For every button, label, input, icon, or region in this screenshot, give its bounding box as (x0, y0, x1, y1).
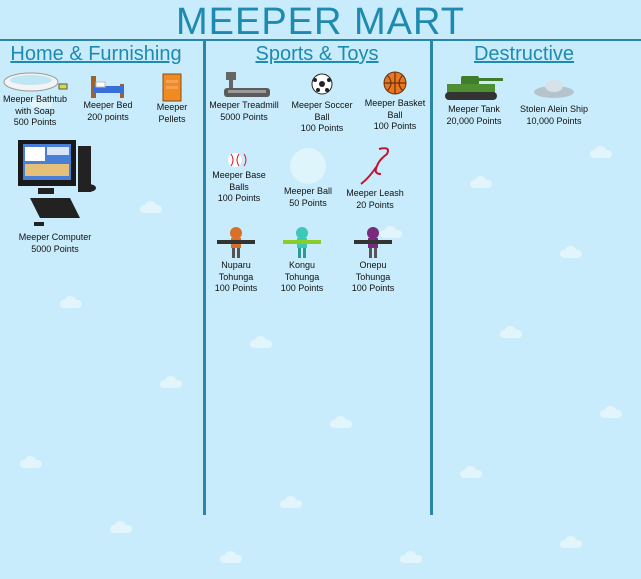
item-name: Meeper Bed (83, 100, 133, 110)
treadmill-icon (224, 72, 270, 97)
column-divider-left (203, 39, 206, 515)
item-price: 100 Points (217, 193, 261, 203)
cloud (250, 336, 272, 348)
nuparu-tohunga-icon (217, 227, 255, 258)
item-meeper-tank[interactable]: Meeper Tank 20,000 Points (438, 70, 510, 127)
item-price: 100 Points (351, 283, 395, 293)
page-title: MEEPER MART (175, 1, 465, 43)
computer-icon (18, 140, 96, 226)
item-name: Nuparu Tohunga (218, 260, 254, 282)
item-meeper-pellets[interactable]: Meeper Pellets (150, 72, 194, 125)
item-name: Kongu Tohunga (284, 260, 320, 282)
item-name: Onepu Tohunga (355, 260, 391, 282)
item-price: 20 Points (356, 199, 394, 210)
column-divider-right (430, 39, 433, 515)
cloud (60, 296, 82, 308)
item-name: Meeper Tank (448, 104, 500, 114)
item-kongu-tohunga[interactable]: Kongu Tohunga 100 Points (276, 226, 328, 295)
item-price: 100 Points (280, 283, 324, 293)
item-price: 100 Points (300, 123, 344, 133)
pellets-bag-icon (162, 73, 182, 102)
item-nuparu-tohunga[interactable]: Nuparu Tohunga 100 Points (210, 226, 262, 295)
item-onepu-tohunga[interactable]: Onepu Tohunga 100 Points (346, 226, 400, 295)
item-meeper-computer[interactable]: Meeper Computer 5000 Points (10, 138, 100, 255)
item-name: Meeper Soccer Ball (291, 100, 353, 122)
item-name: Meeper Base Balls (212, 170, 266, 192)
item-price: 20,000 Points (446, 115, 502, 126)
header-divider (0, 39, 641, 41)
item-meeper-base-balls[interactable]: Meeper Base Balls 100 Points (208, 150, 270, 205)
cloud (460, 466, 482, 478)
cloud (220, 551, 242, 563)
basketball-icon (383, 71, 407, 95)
item-price: 10,000 Points (526, 115, 582, 126)
item-price: 200 points (87, 111, 129, 122)
item-name: Meeper Pellets (156, 102, 188, 124)
item-stolen-alein-ship[interactable]: Stolen Alein Ship 10,000 Points (514, 74, 594, 127)
item-name: Meeper Leash (346, 188, 404, 198)
cloud (280, 496, 302, 508)
item-meeper-bathtub[interactable]: Meeper Bathtub with Soap 500 Points (2, 70, 68, 129)
baseballs-icon (228, 153, 247, 167)
item-price: 500 Points (13, 117, 57, 127)
cloud (600, 406, 622, 418)
cloud (20, 456, 42, 468)
item-meeper-basket-ball[interactable]: Meeper Basket Ball 100 Points (362, 70, 428, 133)
item-name: Stolen Alein Ship (519, 104, 589, 114)
cloud (560, 246, 582, 258)
bathtub-icon (3, 72, 68, 92)
tank-icon (445, 76, 503, 100)
item-meeper-soccer-ball[interactable]: Meeper Soccer Ball 100 Points (288, 72, 356, 135)
item-name: Meeper Treadmill (209, 100, 279, 110)
item-meeper-ball[interactable]: Meeper Ball 50 Points (280, 146, 336, 209)
kongu-tohunga-icon (283, 227, 321, 258)
item-meeper-bed[interactable]: Meeper Bed 200 points (80, 72, 136, 123)
cloud (330, 416, 352, 428)
onepu-tohunga-icon (354, 227, 392, 258)
item-price: 100 Points (214, 283, 258, 293)
cloud (380, 226, 402, 238)
item-price: 5000 Points (31, 243, 79, 254)
cloud (140, 201, 162, 213)
item-price: 5000 Points (220, 111, 268, 122)
cloud (590, 146, 612, 158)
item-name: Meeper Basket Ball (364, 98, 426, 120)
soccer-ball-icon (311, 73, 333, 95)
item-price: 100 Points (373, 121, 417, 131)
ball-icon (290, 148, 326, 184)
cloud (560, 536, 582, 548)
cloud (30, 96, 52, 108)
item-name: Meeper Ball (283, 186, 333, 196)
item-meeper-leash[interactable]: Meeper Leash 20 Points (344, 144, 406, 211)
cloud (400, 551, 422, 563)
item-name: Meeper Bathtub with Soap (2, 94, 68, 116)
item-name: Meeper Computer (18, 232, 92, 242)
bed-icon (91, 76, 124, 98)
cloud (110, 521, 132, 533)
cloud (500, 326, 522, 338)
category-home-furnishing[interactable]: Home & Furnishing (10, 43, 182, 65)
item-meeper-treadmill[interactable]: Meeper Treadmill 5000 Points (208, 70, 280, 123)
item-price: 50 Points (289, 197, 327, 208)
cloud (160, 376, 182, 388)
alien-ship-icon (534, 80, 574, 98)
leash-icon (360, 147, 389, 185)
cloud (470, 176, 492, 188)
category-destructive[interactable]: Destructive (473, 43, 575, 65)
category-sports-toys[interactable]: Sports & Toys (255, 43, 379, 65)
